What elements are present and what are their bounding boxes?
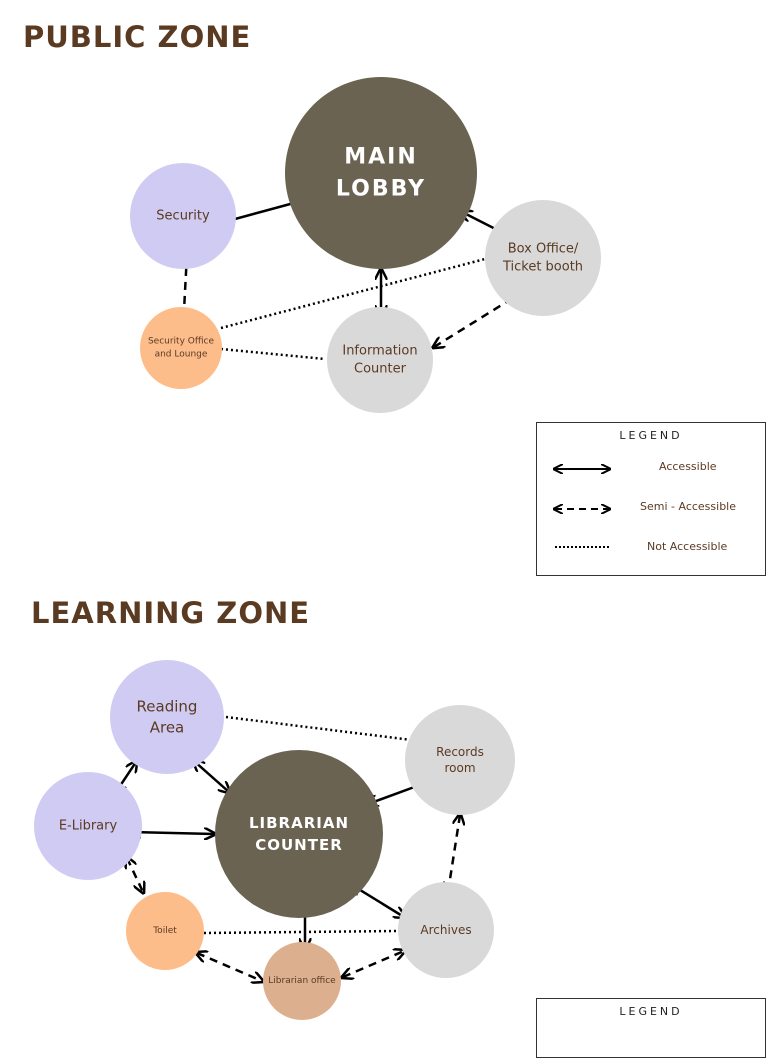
librarian-counter-node-label-2: COUNTER	[255, 836, 343, 854]
legend-accessible-label: Accessible	[659, 460, 717, 473]
main-lobby-node-label-1: MAIN	[344, 145, 418, 170]
security-office-node-label-1: Security Office	[148, 337, 215, 347]
records-room-node-circle	[405, 705, 515, 815]
toilet-node: Toilet	[126, 892, 204, 970]
legend-semi-accessible-label: Semi - Accessible	[640, 500, 737, 513]
learning-zone-title: LEARNING ZONE	[31, 596, 311, 630]
librarian-office-node-label-1: Librarian office	[268, 976, 336, 986]
archives-node-circle	[398, 882, 494, 978]
legend-title-2: LEGEND	[619, 1005, 683, 1018]
box-office-node: Box Office/Ticket booth	[485, 200, 601, 316]
librarian-counter-node: LIBRARIAN COUNTER	[215, 750, 383, 918]
archives-node-label-1: Archives	[420, 923, 471, 937]
information-counter-node-circle	[327, 307, 433, 413]
edge-toilet-office	[197, 953, 262, 981]
information-counter-node-label-1: Information	[342, 344, 417, 359]
edge-elibrary-counter	[131, 832, 214, 834]
records-room-node-label-1: Records	[436, 745, 484, 759]
records-room-node: Records room	[405, 705, 515, 815]
information-counter-node-label-2: Counter	[354, 362, 407, 377]
legend-not-accessible-label: Not Accessible	[647, 540, 728, 553]
records-room-node-label-2: room	[444, 761, 475, 775]
e-library-node-circle	[34, 772, 142, 880]
public-zone-title: PUBLIC ZONE	[23, 20, 252, 54]
reading-area-node-circle	[110, 660, 224, 774]
librarian-office-node: Librarian office	[263, 942, 341, 1020]
edge-elibrary-toilet	[127, 858, 143, 892]
security-node-label-1: Security	[156, 209, 210, 224]
edge-office-archives	[343, 951, 404, 977]
reading-area-node-label-2: Area	[150, 719, 185, 737]
legend-lines	[537, 423, 767, 548]
toilet-node-label-1: Toilet	[152, 926, 177, 936]
toilet-node-circle	[126, 892, 204, 970]
librarian-counter-node-label-1: LIBRARIAN	[249, 814, 349, 832]
main-lobby-node: MAIN LOBBY	[285, 77, 477, 269]
box-office-node-circle	[485, 200, 601, 316]
main-lobby-node-label-2: LOBBY	[336, 177, 426, 202]
legend-box-2: LEGEND	[536, 998, 766, 1058]
security-office-node-circle	[140, 307, 222, 389]
security-office-node-label-2: and Lounge	[155, 350, 208, 360]
box-office-node-label-2: Ticket booth	[502, 260, 583, 275]
edge-toilet-archives	[203, 929, 398, 935]
librarian-counter-node-circle	[215, 750, 383, 918]
edge-records-archives	[448, 815, 460, 892]
legend-title: LEGEND	[619, 429, 683, 442]
security-node: Security	[130, 163, 236, 269]
reading-area-node-label-1: Reading	[137, 698, 198, 716]
edge-reading-records	[225, 715, 421, 743]
e-library-node: E-Library	[34, 772, 142, 880]
e-library-node-label-1: E-Library	[59, 819, 118, 834]
librarian-office-node-circle	[263, 942, 341, 1020]
edge-securityoffice-information	[220, 347, 326, 361]
edge-reading-counter	[194, 761, 229, 792]
archives-node: Archives	[398, 882, 494, 978]
edge-securityoffice-boxoffice	[220, 257, 486, 330]
main-lobby-node-circle	[285, 77, 477, 269]
security-node-circle	[130, 163, 236, 269]
security-office-node: Security Office and Lounge	[140, 307, 222, 389]
box-office-node-label-1: Box Office/	[508, 242, 579, 257]
legend-box: LEGEND Accessible Semi - Accessible Not …	[536, 422, 766, 576]
